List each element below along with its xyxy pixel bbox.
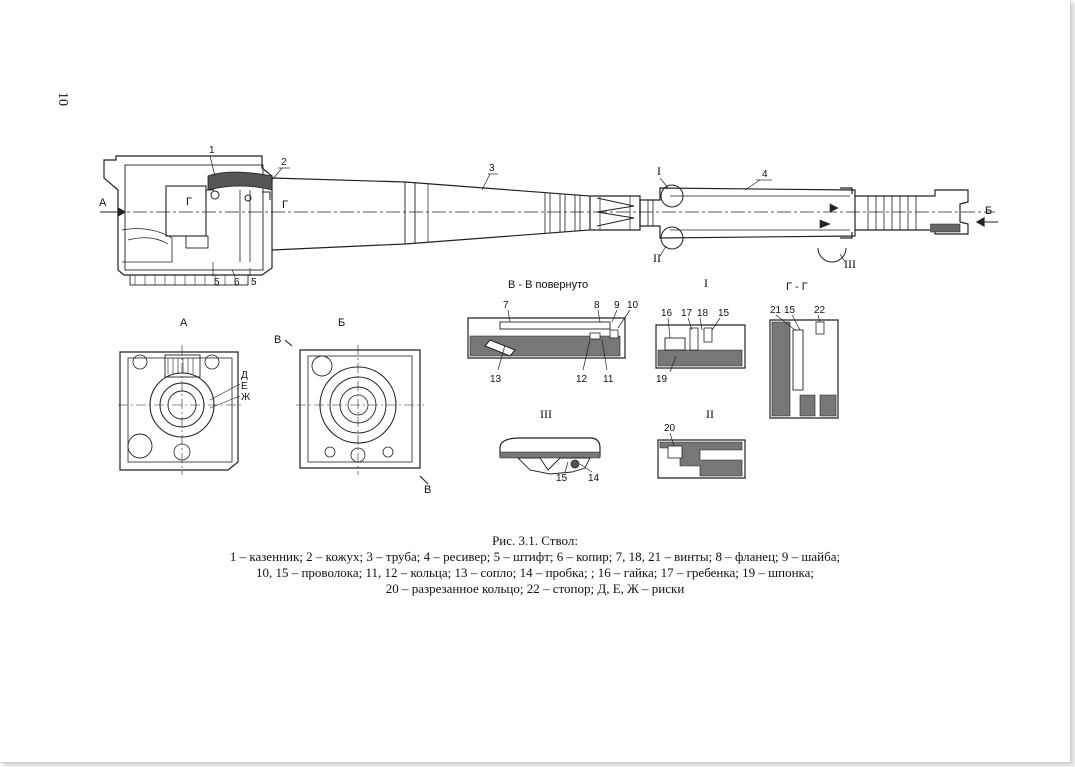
view-a-title: А [180, 317, 188, 329]
detail-2-title: II [706, 407, 714, 421]
section-g-title: Г - Г [786, 281, 808, 293]
arrow-b-label: Б [985, 205, 992, 217]
section-v-drawing [467, 309, 631, 371]
detail-3-mark: III [844, 257, 856, 271]
cut-v-top: В [274, 334, 281, 346]
callout-15b: 15 [718, 308, 730, 319]
detail-3-drawing [499, 437, 601, 475]
cut-g-right: Г [282, 199, 288, 211]
callout-1: 1 [209, 145, 215, 156]
callout-16: 16 [661, 308, 673, 319]
callout-21: 21 [770, 305, 782, 316]
barrel-technical-drawing: А Б 1 2 3 4 5 6 5 Г Г I II III [99, 145, 998, 496]
caption-title: Рис. 3.1. Ствол: [492, 533, 578, 548]
detail-1-title: I [704, 276, 708, 290]
callout-15a: 15 [556, 473, 568, 484]
detail-1-drawing [655, 317, 746, 373]
detail-3-title: III [540, 407, 552, 421]
callout-19: 19 [656, 374, 668, 385]
callout-3: 3 [489, 163, 495, 174]
detail-2-drawing [657, 432, 746, 479]
callout-15c: 15 [784, 305, 796, 316]
callout-5b: 5 [251, 277, 257, 288]
callout-14: 14 [588, 473, 600, 484]
callout-9: 9 [614, 300, 620, 311]
view-a-drawing [118, 345, 244, 475]
callout-5a: 5 [214, 277, 220, 288]
callout-12: 12 [576, 374, 588, 385]
callout-13: 13 [490, 374, 502, 385]
view-b-drawing [284, 339, 429, 485]
callout-7: 7 [503, 300, 509, 311]
callout-2: 2 [281, 157, 287, 168]
caption-line-1: 1 – казенник; 2 – кожух; 3 – труба; 4 – … [229, 549, 841, 564]
callout-18: 18 [697, 308, 709, 319]
section-v-title: В - В повернуто [508, 279, 588, 291]
cut-g-left: Г [186, 196, 192, 208]
figure-caption: Рис. 3.1. Ствол: 1 – казенник; 2 – кожух… [150, 533, 920, 597]
mark-zh: Ж [241, 392, 251, 403]
mark-e: Е [241, 381, 248, 392]
caption-line-2: 10, 15 – проволока; 11, 12 – кольца; 13 … [255, 565, 815, 580]
callout-8: 8 [594, 300, 600, 311]
callout-17: 17 [681, 308, 693, 319]
main-barrel-view [100, 155, 998, 286]
detail-1-mark: I [657, 164, 661, 178]
callout-11: 11 [603, 374, 614, 385]
mark-d: Д [241, 370, 248, 381]
callout-22: 22 [814, 305, 826, 316]
callout-20: 20 [664, 423, 676, 434]
section-g-drawing [769, 314, 839, 419]
view-b-title: Б [338, 317, 345, 329]
detail-2-mark: II [653, 251, 661, 265]
caption-line-3: 20 – разрезанное кольцо; 22 – стопор; Д,… [385, 581, 685, 596]
arrow-a-label: А [99, 197, 107, 209]
callout-6: 6 [234, 277, 240, 288]
callout-10: 10 [627, 300, 639, 311]
callout-4: 4 [762, 169, 768, 180]
cut-v-bottom: В [424, 484, 431, 496]
